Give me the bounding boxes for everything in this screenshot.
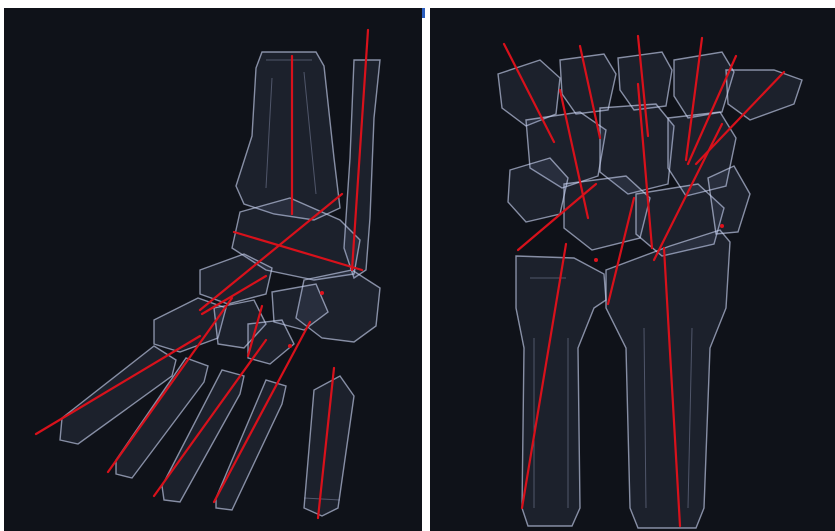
panel-edge-mark: [422, 8, 425, 18]
wrist-bone-render: [430, 8, 835, 531]
metacarpal-bone: [726, 70, 802, 120]
point-marker: [288, 344, 292, 348]
metacarpal-bone: [674, 52, 734, 118]
tibia-bone: [236, 52, 340, 220]
radius-bone: [516, 256, 606, 526]
point-marker: [320, 291, 324, 295]
cuneiform-bone: [248, 320, 294, 364]
metatarsal-bone: [304, 376, 354, 516]
carpal-bone: [508, 158, 568, 222]
wrist-panel: [430, 8, 835, 531]
foot-bone-render: [4, 8, 422, 531]
ulna-bone: [606, 230, 730, 528]
carpal-bone: [708, 166, 750, 234]
point-marker: [720, 224, 724, 228]
point-marker: [594, 258, 598, 262]
foot-panel: [4, 8, 422, 531]
